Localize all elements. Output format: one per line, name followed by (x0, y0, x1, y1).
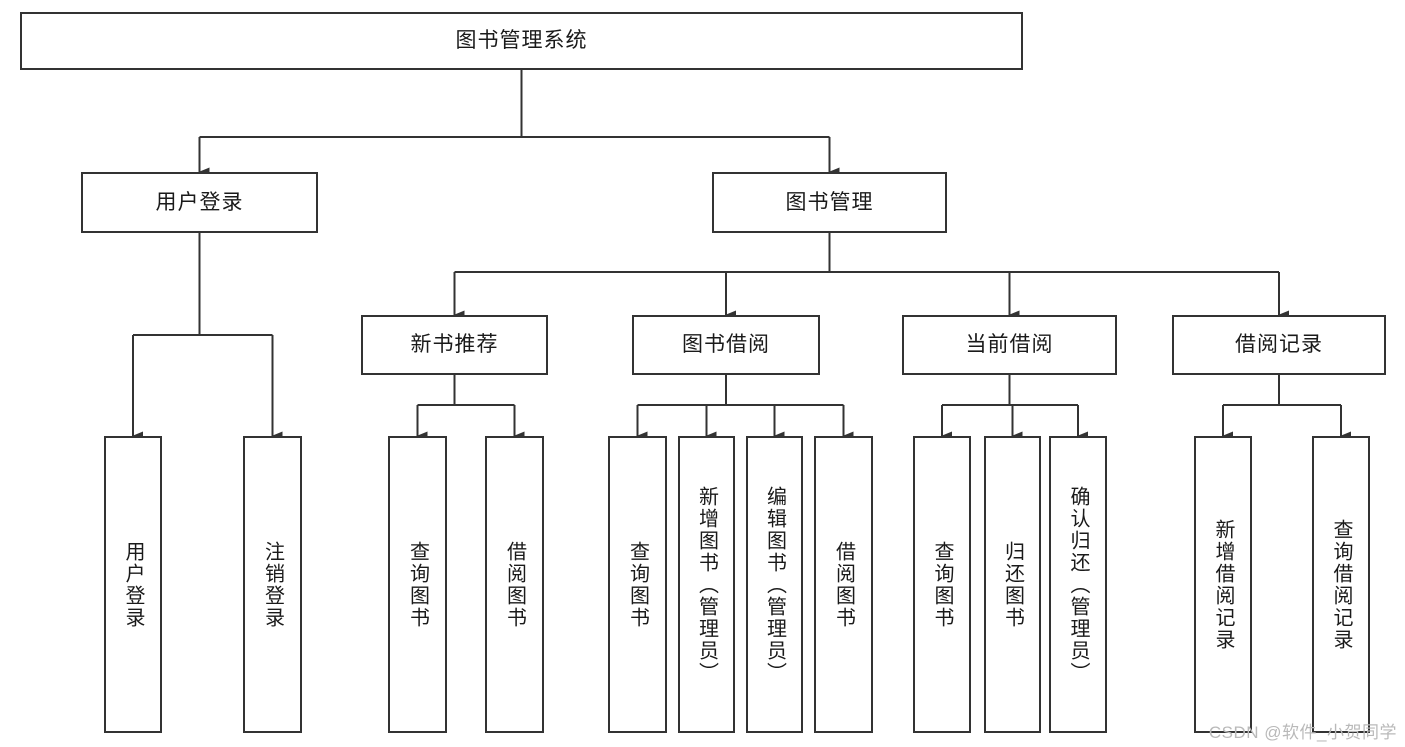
node-book-management[interactable]: 图书管理 (712, 172, 947, 233)
node-root[interactable]: 图书管理系统 (20, 12, 1023, 70)
edge-paths (131, 70, 1351, 441)
node-book-borrow-label: 图书借阅 (682, 333, 770, 357)
leaf-query-book-borrow[interactable]: 查询图书 (608, 436, 667, 733)
node-user-login[interactable]: 用户登录 (81, 172, 318, 233)
leaf-add-borrow-record-label: 新增借阅记录 (1212, 518, 1234, 651)
leaf-logout[interactable]: 注销登录 (243, 436, 302, 733)
node-new-book-recommend-label: 新书推荐 (410, 333, 499, 357)
leaf-borrow-book-recommend[interactable]: 借阅图书 (485, 436, 544, 733)
leaf-user-login[interactable]: 用户登录 (104, 436, 162, 733)
node-new-book-recommend[interactable]: 新书推荐 (361, 315, 548, 375)
node-current-borrow[interactable]: 当前借阅 (902, 315, 1117, 375)
node-current-borrow-label: 当前借阅 (965, 333, 1054, 357)
node-root-label: 图书管理系统 (455, 29, 588, 53)
leaf-logout-label: 注销登录 (261, 540, 284, 629)
leaf-query-borrow-record[interactable]: 查询借阅记录 (1312, 436, 1370, 733)
node-borrow-record-label: 借阅记录 (1235, 333, 1323, 357)
leaf-add-book-admin[interactable]: 新增图书（管理员） (678, 436, 735, 733)
leaf-edit-book-admin-label: 编辑图书（管理员） (763, 485, 786, 684)
node-book-management-label: 图书管理 (785, 190, 874, 214)
leaf-confirm-return-admin-label: 确认归还（管理员） (1067, 485, 1089, 684)
leaf-query-book-current-label: 查询图书 (931, 540, 953, 629)
leaf-user-login-label: 用户登录 (122, 540, 144, 629)
leaf-add-borrow-record[interactable]: 新增借阅记录 (1194, 436, 1252, 733)
leaf-add-book-admin-label: 新增图书（管理员） (695, 485, 718, 684)
leaf-borrow-book-label: 借阅图书 (832, 540, 855, 629)
leaf-query-book-current[interactable]: 查询图书 (913, 436, 971, 733)
leaf-return-book-label: 归还图书 (1001, 540, 1024, 629)
leaf-query-book-recommend-label: 查询图书 (406, 540, 429, 629)
leaf-return-book[interactable]: 归还图书 (984, 436, 1041, 733)
leaf-confirm-return-admin[interactable]: 确认归还（管理员） (1049, 436, 1107, 733)
node-book-borrow[interactable]: 图书借阅 (632, 315, 820, 375)
node-borrow-record[interactable]: 借阅记录 (1172, 315, 1386, 375)
leaf-query-book-borrow-label: 查询图书 (626, 540, 649, 629)
csdn-watermark: CSDN @软件_小贺同学 (1208, 723, 1397, 742)
node-user-login-label: 用户登录 (155, 190, 244, 214)
leaf-query-book-recommend[interactable]: 查询图书 (388, 436, 447, 733)
leaf-edit-book-admin[interactable]: 编辑图书（管理员） (746, 436, 803, 733)
leaf-query-borrow-record-label: 查询借阅记录 (1330, 518, 1352, 651)
leaf-borrow-book[interactable]: 借阅图书 (814, 436, 873, 733)
leaf-borrow-book-recommend-label: 借阅图书 (503, 540, 526, 629)
